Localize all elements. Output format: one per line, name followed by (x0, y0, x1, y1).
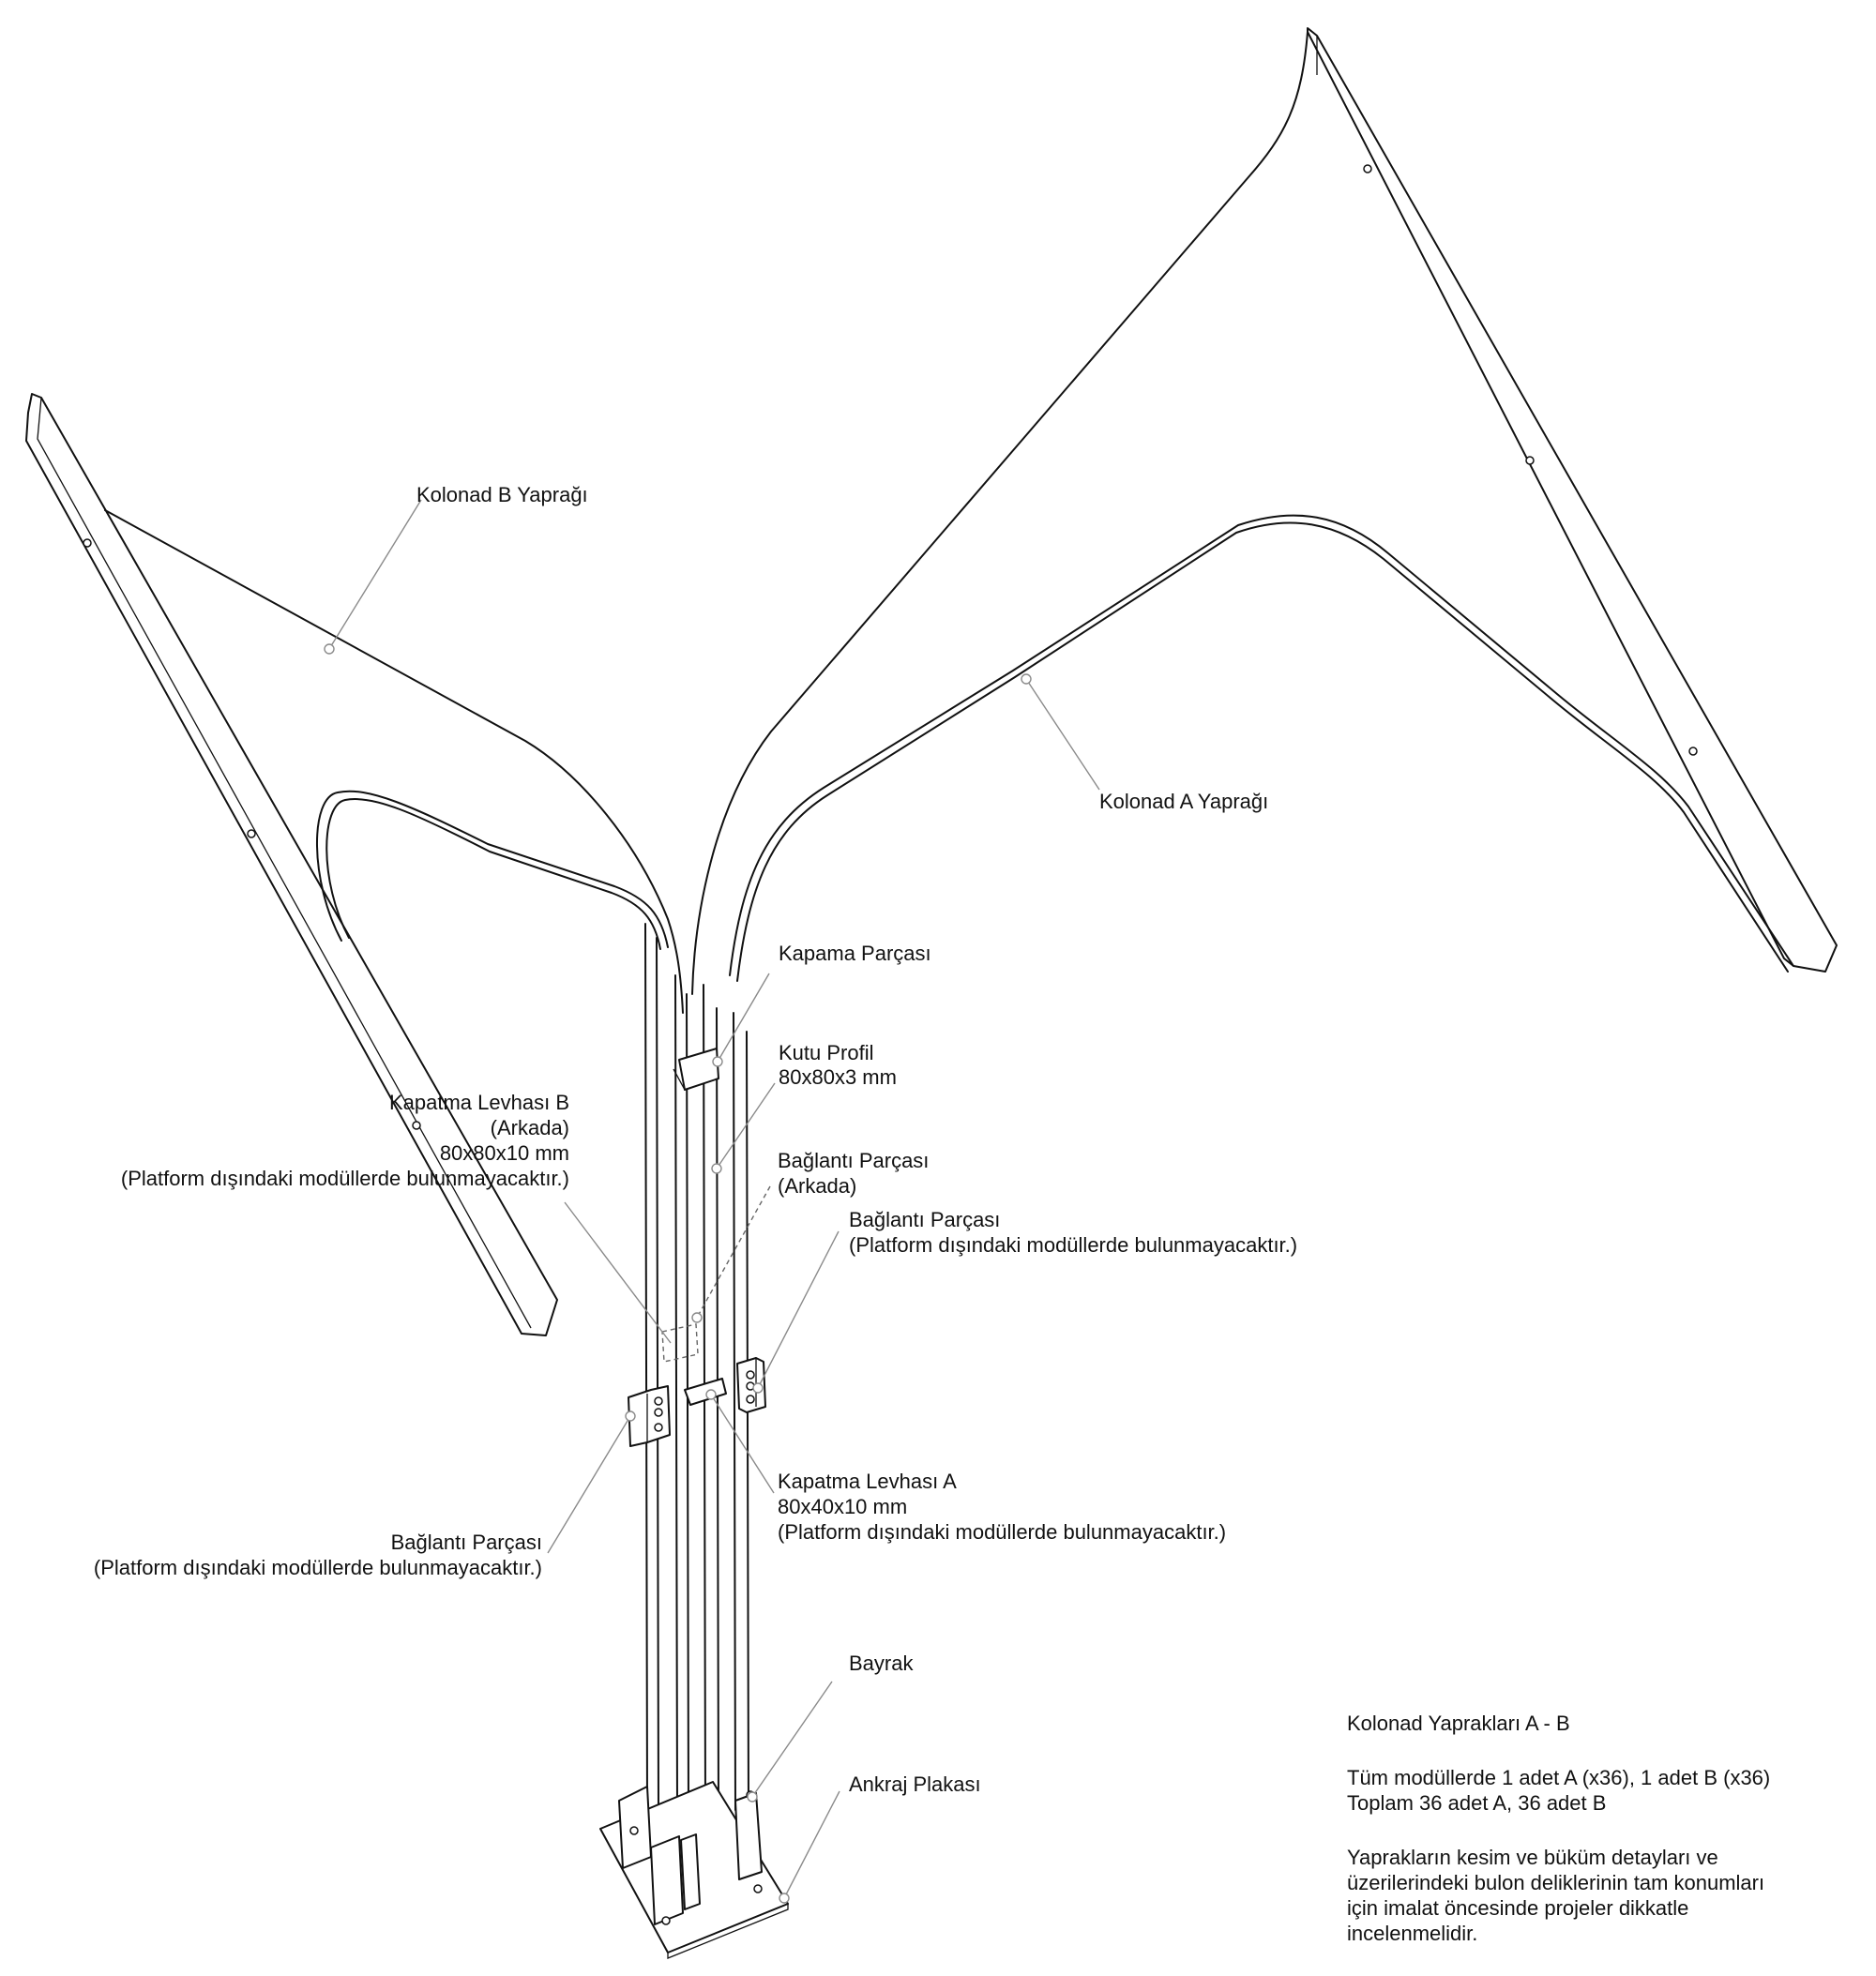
leaf-b-bolt-hole (412, 1121, 421, 1130)
cover-plate-b (661, 1323, 699, 1363)
flag-plate (650, 1835, 684, 1925)
label-cap-piece: Kapama Parçası (779, 942, 931, 965)
leaf-a-bolt-hole (1688, 747, 1698, 756)
label-connector-back-pos: (Arkada) (778, 1174, 856, 1198)
cap-piece (678, 1048, 719, 1091)
notes-warning-line: için imalat öncesinde projeler dikkatle (1347, 1896, 1688, 1920)
label-box-profile-name: Kutu Profil (779, 1041, 874, 1064)
leaf-b-flange (25, 393, 558, 1336)
label-cover-plate-a-size: 80x40x10 mm (778, 1495, 907, 1518)
label-connector-right-name: Bağlantı Parçası (849, 1208, 1000, 1231)
leaf-b-upper-edge (104, 509, 684, 1014)
label-cover-plate-a-name: Kapatma Levhası A (778, 1470, 957, 1493)
leaf-a-flange (1307, 27, 1838, 973)
notes-title: Kolonad Yaprakları A - B (1347, 1712, 1570, 1735)
leaf-b (25, 393, 684, 1336)
leaf-a-lower-curve-inner (736, 521, 1789, 982)
label-connector-back-name: Bağlantı Parçası (778, 1149, 929, 1172)
notes-qty-line: Toplam 36 adet A, 36 adet B (1347, 1791, 1606, 1815)
callout-labels: Kolonad B Yaprağı Kolonad A Yaprağı Kapa… (94, 483, 1297, 1796)
leaf-b-bolt-hole (83, 538, 92, 548)
label-cover-plate-b-name: Kapatma Levhası B (389, 1091, 569, 1114)
label-leaf-a: Kolonad A Yaprağı (1099, 790, 1268, 813)
label-connector-right-note: (Platform dışındaki modüllerde bulunmaya… (849, 1233, 1297, 1257)
label-flag: Bayrak (849, 1652, 914, 1675)
flag-plate (734, 1792, 763, 1880)
leaf-a-upper-edge (691, 31, 1309, 995)
label-connector-left-note: (Platform dışındaki modüllerde bulunmaya… (94, 1556, 542, 1579)
label-cover-plate-b-note: (Platform dışındaki modüllerde bulunmaya… (121, 1167, 569, 1190)
label-cover-plate-a-note: (Platform dışındaki modüllerde bulunmaya… (778, 1520, 1226, 1544)
flag-plate (680, 1833, 701, 1910)
cover-plate-a (684, 1378, 727, 1406)
base (599, 1781, 789, 1959)
label-cover-plate-b-size: 80x80x10 mm (440, 1141, 569, 1165)
leaf-b-lower-curve (316, 790, 669, 948)
notes-qty-line: Tüm modüllerde 1 adet A (x36), 1 adet B … (1347, 1766, 1770, 1789)
notes-block: Kolonad Yaprakları A - B Tüm modüllerde … (1347, 1712, 1770, 1945)
notes-warning-line: Yaprakların kesim ve büküm detayları ve (1347, 1846, 1718, 1869)
label-anchor-plate: Ankraj Plakası (849, 1772, 981, 1796)
leaf-a-bolt-hole (1363, 164, 1372, 173)
leader-lines (324, 499, 1100, 1904)
notes-warning-line: üzerilerindeki bulon deliklerinin tam ko… (1347, 1871, 1764, 1894)
leaf-b-lower-curve-inner (325, 798, 661, 950)
leaf-b-bolt-hole (247, 829, 256, 838)
column (628, 923, 766, 1811)
leaf-a-bolt-hole (1525, 456, 1535, 465)
label-cover-plate-b-pos: (Arkada) (491, 1116, 569, 1139)
leaf-a-lower-curve (729, 514, 1794, 976)
connector-left (628, 1385, 671, 1447)
notes-warning-line: incelenmelidir. (1347, 1922, 1477, 1945)
leaf-a (691, 27, 1838, 995)
label-connector-left-name: Bağlantı Parçası (391, 1531, 542, 1554)
label-box-profile-size: 80x80x3 mm (779, 1065, 897, 1089)
label-leaf-b: Kolonad B Yaprağı (416, 483, 588, 506)
connector-right (736, 1357, 766, 1413)
